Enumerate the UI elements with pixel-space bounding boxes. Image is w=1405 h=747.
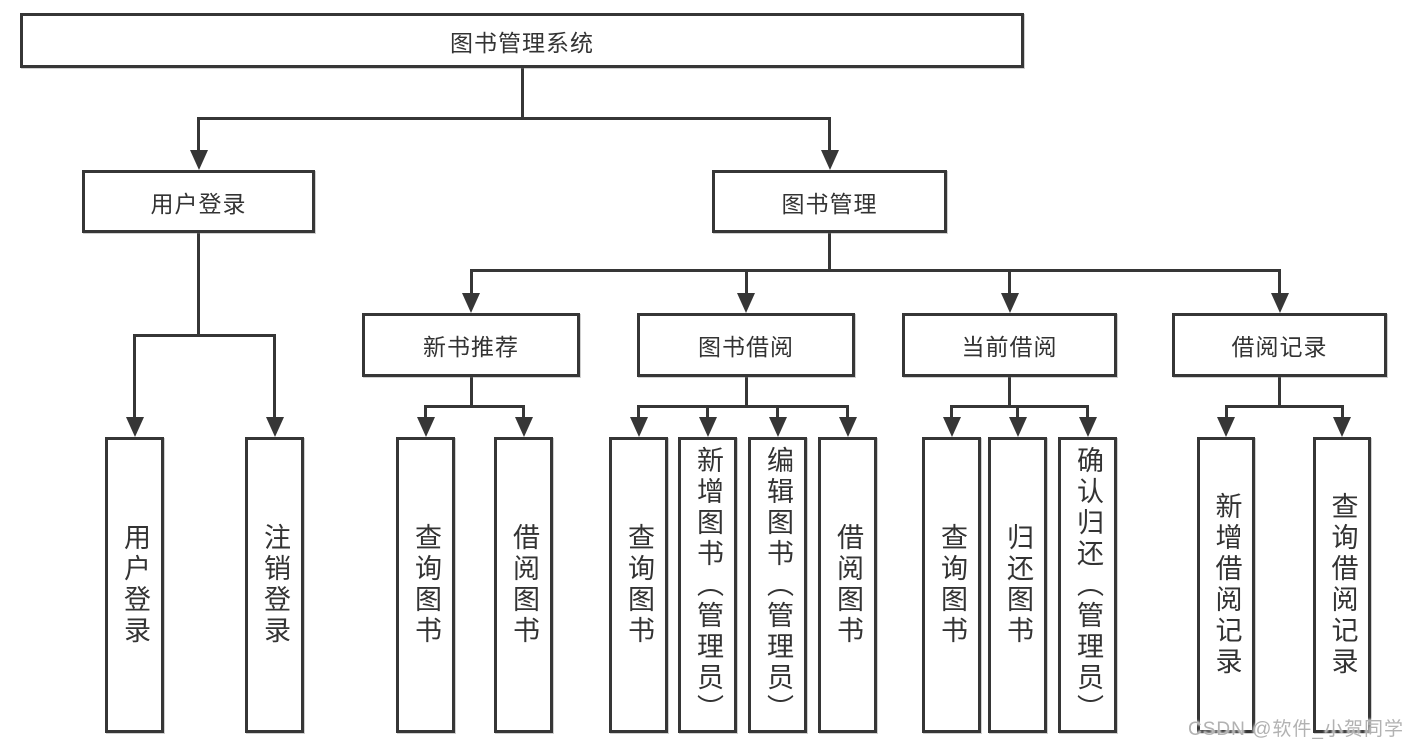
- connector-branch-new-book-rec: [424, 404, 525, 408]
- connector-stem-book-borrow: [744, 377, 748, 408]
- node-query-books-borrow: 查询图书: [609, 437, 668, 733]
- connector-drop-confirm-return-admin: [1086, 406, 1089, 419]
- node-label-root: 图书管理系统: [450, 29, 594, 56]
- connector-drop-borrow-records: [1278, 270, 1281, 295]
- node-label-query-books-rec: 查询图书: [411, 523, 441, 647]
- node-label-edit-books-admin: 编辑图书（管理员）: [763, 445, 793, 725]
- node-current-borrow: 当前借阅: [902, 313, 1117, 377]
- arrowhead-user-login: [189, 150, 208, 170]
- node-borrow-records: 借阅记录: [1172, 313, 1387, 377]
- arrowhead-logout: [265, 417, 284, 437]
- connector-drop-add-borrow-record: [1224, 406, 1228, 419]
- node-logout: 注销登录: [245, 437, 304, 733]
- arrowhead-query-books-borrow: [629, 417, 648, 437]
- node-label-new-book-rec: 新书推荐: [423, 334, 519, 360]
- arrowhead-book-borrow: [737, 293, 755, 313]
- node-add-borrow-record: 新增借阅记录: [1197, 437, 1255, 733]
- node-label-borrow-books-rec: 借阅图书: [509, 523, 539, 647]
- node-confirm-return-admin: 确认归还（管理员）: [1058, 437, 1117, 733]
- connector-drop-new-book-rec: [469, 270, 473, 295]
- arrowhead-query-books-rec: [416, 417, 435, 437]
- node-label-login: 用户登录: [120, 523, 150, 647]
- node-root: 图书管理系统: [20, 13, 1024, 68]
- connector-drop-user-login: [197, 118, 200, 152]
- node-query-books-current: 查询图书: [922, 437, 981, 733]
- connector-stem-user-login: [197, 233, 200, 337]
- arrowhead-borrow-records: [1270, 293, 1289, 313]
- node-label-borrow-records: 借阅记录: [1231, 334, 1328, 360]
- node-return-books: 归还图书: [988, 437, 1047, 733]
- arrowhead-borrow-books-rec: [514, 417, 533, 437]
- node-label-user-login: 用户登录: [150, 190, 247, 217]
- node-label-logout: 注销登录: [260, 523, 290, 647]
- arrowhead-book-mgmt: [820, 150, 839, 170]
- arrowhead-add-borrow-record: [1217, 417, 1235, 437]
- connector-drop-query-books-current: [950, 406, 953, 419]
- connector-drop-add-books-admin: [706, 406, 709, 419]
- node-user-login: 用户登录: [82, 170, 315, 233]
- node-label-borrow-books-borrow: 借阅图书: [833, 523, 863, 647]
- arrowhead-add-books-admin: [698, 417, 717, 437]
- arrowhead-query-books-current: [942, 417, 961, 437]
- node-query-books-rec: 查询图书: [396, 437, 455, 733]
- connector-drop-book-mgmt: [828, 118, 831, 152]
- connector-drop-query-books-borrow: [637, 406, 640, 419]
- connector-branch-book-mgmt: [469, 268, 1281, 272]
- connector-stem-root: [520, 68, 524, 120]
- arrowhead-current-borrow: [1000, 293, 1019, 313]
- connector-drop-current-borrow: [1008, 270, 1011, 295]
- connector-drop-borrow-books-rec: [522, 406, 525, 419]
- connector-drop-query-borrow-record: [1340, 406, 1344, 419]
- node-new-book-rec: 新书推荐: [362, 313, 580, 377]
- connector-branch-user-login: [133, 333, 276, 337]
- connector-drop-query-books-rec: [424, 406, 427, 419]
- node-label-add-borrow-record: 新增借阅记录: [1211, 492, 1242, 678]
- arrowhead-return-books: [1008, 417, 1027, 437]
- connector-drop-borrow-books-borrow: [846, 406, 849, 419]
- connector-stem-current-borrow: [1008, 377, 1011, 408]
- node-label-query-books-borrow: 查询图书: [624, 523, 654, 647]
- arrowhead-new-book-rec: [462, 293, 480, 313]
- connector-branch-root: [197, 116, 831, 120]
- connector-stem-new-book-rec: [469, 377, 473, 408]
- connector-drop-logout: [273, 335, 276, 419]
- connector-stem-book-mgmt: [828, 233, 831, 272]
- node-book-borrow: 图书借阅: [637, 313, 855, 377]
- node-query-borrow-record: 查询借阅记录: [1313, 437, 1371, 733]
- node-label-query-books-current: 查询图书: [937, 523, 967, 647]
- node-label-add-books-admin: 新增图书（管理员）: [693, 445, 723, 725]
- arrowhead-borrow-books-borrow: [838, 417, 857, 437]
- connector-stem-borrow-records: [1278, 377, 1281, 408]
- node-add-books-admin: 新增图书（管理员）: [678, 437, 737, 733]
- node-label-confirm-return-admin: 确认归还（管理员）: [1073, 445, 1103, 725]
- watermark: CSDN @软件_小贺同学: [1188, 719, 1404, 740]
- node-borrow-books-rec: 借阅图书: [494, 437, 553, 733]
- arrowhead-edit-books-admin: [768, 417, 787, 437]
- node-label-current-borrow: 当前借阅: [961, 334, 1058, 360]
- arrowhead-confirm-return-admin: [1078, 417, 1097, 437]
- arrowhead-query-borrow-record: [1333, 417, 1351, 437]
- node-book-mgmt: 图书管理: [712, 170, 947, 233]
- connector-branch-book-borrow: [637, 404, 849, 408]
- node-edit-books-admin: 编辑图书（管理员）: [748, 437, 807, 733]
- node-label-query-borrow-record: 查询借阅记录: [1327, 492, 1358, 678]
- connector-branch-borrow-records: [1224, 404, 1344, 408]
- node-label-return-books: 归还图书: [1003, 523, 1033, 647]
- connector-drop-login: [133, 335, 136, 419]
- connector-drop-edit-books-admin: [776, 406, 779, 419]
- node-borrow-books-borrow: 借阅图书: [818, 437, 877, 733]
- node-label-book-borrow: 图书借阅: [698, 334, 794, 360]
- node-label-book-mgmt: 图书管理: [781, 190, 878, 217]
- connector-drop-return-books: [1016, 406, 1019, 419]
- arrowhead-login: [125, 417, 144, 437]
- connector-branch-current-borrow: [950, 404, 1089, 408]
- node-login: 用户登录: [105, 437, 164, 733]
- connector-drop-book-borrow: [744, 270, 748, 295]
